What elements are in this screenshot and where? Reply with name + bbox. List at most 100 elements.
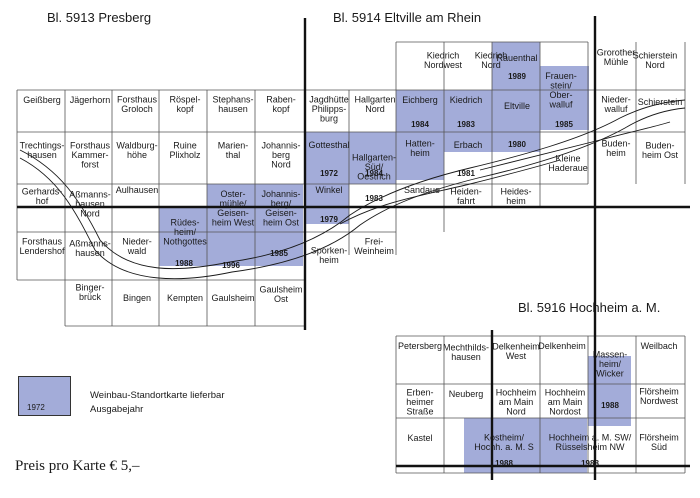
cell-label: Nordwest [640, 396, 679, 406]
cell-label: Nord [80, 209, 100, 219]
cell-label: Forsthaus [22, 236, 63, 246]
cell-label: wald [127, 246, 147, 256]
cell-label: Kostheim/ [484, 432, 525, 442]
cell-label: heim/ [599, 359, 622, 369]
sheet-title-5914: Bl. 5914 Eltville am Rhein [333, 10, 482, 25]
cell-label: Oestrich [357, 172, 391, 182]
cell-label: Gerhards- [22, 186, 63, 196]
cell-label: Marien- [218, 140, 249, 150]
cell-label: heim Ost [263, 217, 300, 227]
cell-label: thal [226, 150, 241, 160]
sheet-title-5913: Bl. 5913 Presberg [47, 10, 152, 25]
edition-year: 1988 [581, 459, 599, 468]
cell-label: Ober- [549, 90, 572, 100]
cell-label: Geisen- [265, 208, 297, 218]
cell-label: Flörsheim [639, 432, 679, 442]
cell-label: mühle/ [219, 198, 247, 208]
edition-year: 1979 [320, 215, 338, 224]
edition-year: 1984 [411, 120, 429, 129]
cell-label: kopf [176, 104, 194, 114]
edition-year: 1988 [495, 459, 513, 468]
cell-label: Erben- [406, 388, 433, 398]
cell-label: Eichberg [402, 95, 438, 105]
cell-label: burg [320, 114, 338, 124]
cell-label: walluf [548, 99, 573, 109]
cell-label: Flörsheim [639, 386, 679, 396]
cell-label: Groloch [121, 104, 153, 114]
cell-label: brück [79, 292, 102, 302]
cell-label: Kastel [407, 433, 432, 443]
cell-label: Kempten [167, 293, 203, 303]
cell-label: Schierstein [638, 97, 683, 107]
cell-label: stein/ [550, 80, 572, 90]
cell-label: Nord [365, 104, 385, 114]
cell-label: heim [606, 148, 626, 158]
cell-label: Buden- [645, 140, 674, 150]
cell-label: Hallgarten- [352, 153, 396, 163]
cell-label: am Main [548, 397, 583, 407]
cell-label: Straße [406, 407, 433, 417]
cell-label: Eltville [504, 101, 530, 111]
cell-label: Buden- [601, 138, 630, 148]
edition-year: 1988 [601, 401, 619, 410]
cell-label: Forsthaus [117, 94, 158, 104]
cell-label: Rüsselsheim NW [555, 442, 625, 452]
cell-label: Hatten- [405, 138, 435, 148]
cell-label: Kiedrich [475, 50, 508, 60]
cell-label: Lendershof [19, 246, 65, 256]
cell-label: Nieder- [601, 94, 631, 104]
edition-year: 1981 [457, 169, 475, 178]
cell-label: Hochheim [545, 388, 586, 398]
cell-label: Frei- [365, 236, 384, 246]
cell-label: heim Ost [642, 150, 679, 160]
cell-label: Massen- [593, 350, 628, 360]
edition-year: 1985 [270, 249, 288, 258]
cell-label: kopf [272, 104, 290, 114]
cell-label: Ost [274, 294, 289, 304]
cell-label: Stephans- [212, 94, 253, 104]
cell-label: Nordwest [424, 60, 463, 70]
edition-year: 1972 [320, 169, 338, 178]
cell-label: hausen [218, 104, 248, 114]
cell-label: heim/ [174, 227, 197, 237]
cell-label: Hochheim a. M. SW/ [549, 432, 632, 442]
edition-year: 1983 [457, 120, 475, 129]
cell-label: Sporken- [311, 245, 348, 255]
cell-label: Petersberg [398, 341, 442, 351]
cell-label: am Main [499, 397, 534, 407]
cell-label: Waldburg- [116, 140, 157, 150]
cell-label: Delkenheim [538, 341, 586, 351]
cell-label: Frauen- [545, 71, 577, 81]
edition-year: 1984 [365, 169, 383, 178]
edition-year: 1980 [508, 140, 526, 149]
cell-label: Süd [651, 442, 667, 452]
cell-label: Rüdes- [170, 218, 199, 228]
edition-year: 1988 [175, 259, 193, 268]
cell-label: Röspel- [169, 94, 200, 104]
cell-label: berg/ [271, 198, 292, 208]
cell-label: Aßmanns- [69, 238, 111, 248]
edition-year: 1989 [508, 72, 526, 81]
cell-label: Gottesthal [308, 140, 349, 150]
cell-label: Kiedrich [427, 50, 460, 60]
cell-label: Mühle [604, 57, 629, 67]
cell-label: Winkel [315, 185, 342, 195]
cell-label: Hochh. a. M. S [474, 442, 534, 452]
edition-year: 1996 [222, 261, 240, 270]
cell-label: hausen [75, 199, 105, 209]
cell-label: Haderaue [548, 163, 588, 173]
cell-label: Rauenthal [496, 53, 537, 63]
cell-label: forst [81, 160, 99, 170]
cell-labels: KiedrichNordwestKiedrichNordRauenthalGro… [19, 47, 682, 452]
cell-label: Mechthilds- [443, 342, 489, 352]
cell-label: Hochheim [496, 388, 537, 398]
cell-label: Schierstein [633, 50, 678, 60]
cell-label: Weinheim [354, 246, 394, 256]
cell-label: Weilbach [641, 341, 678, 351]
cell-label: Sandaue [404, 185, 440, 195]
cell-label: Trechtings- [20, 140, 65, 150]
cell-label: Binger- [75, 282, 104, 292]
sheet-boundaries [17, 16, 690, 480]
